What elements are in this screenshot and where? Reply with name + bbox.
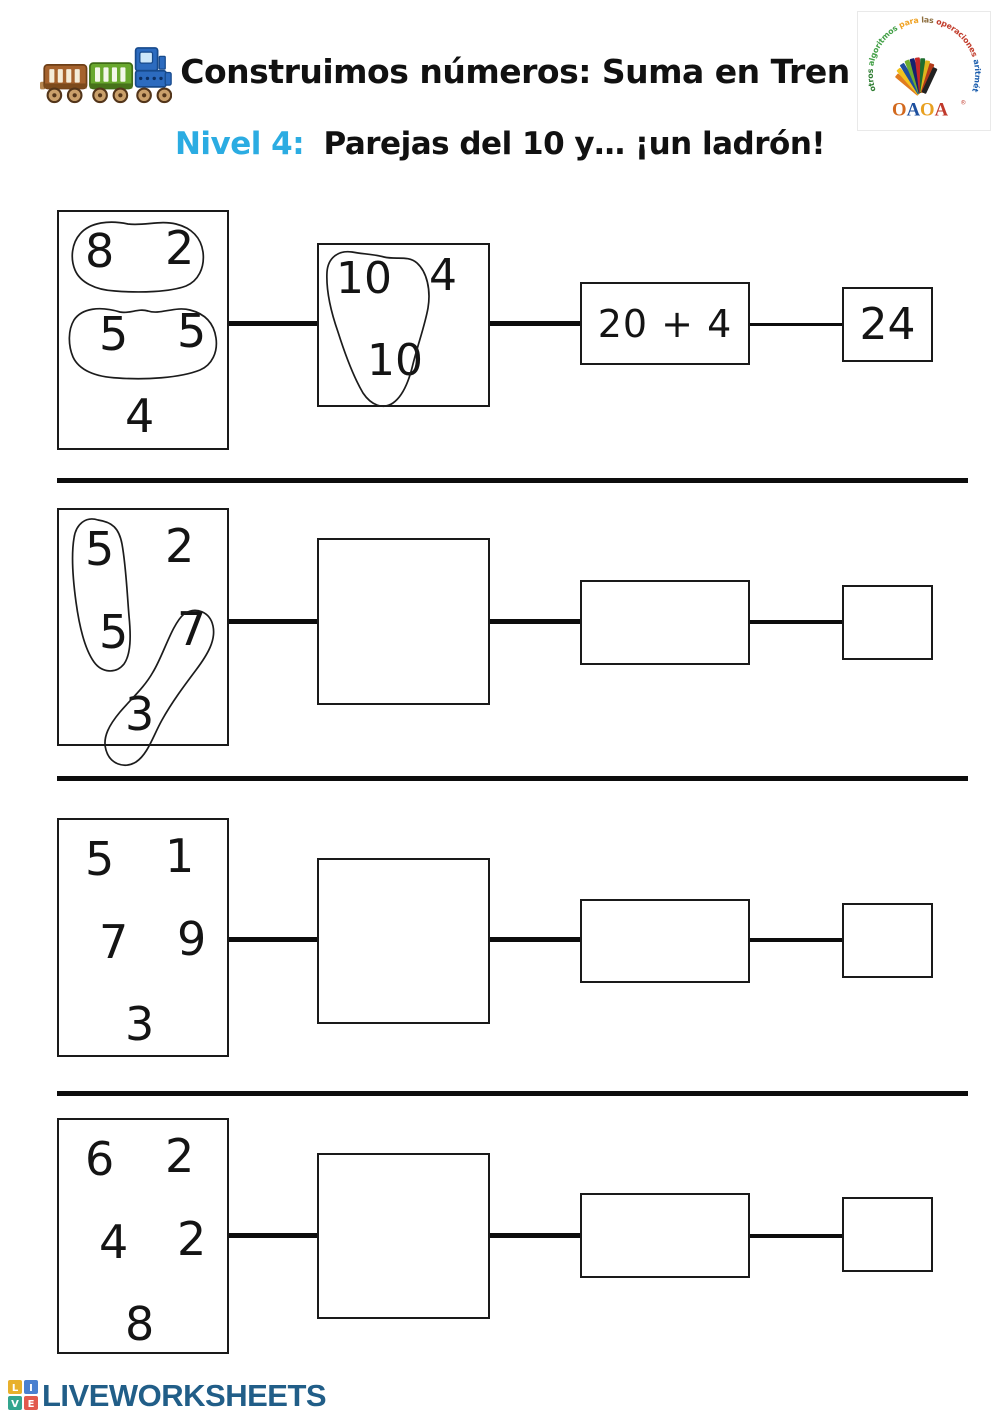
row4-number: 4 <box>99 1215 129 1269</box>
row4-number: 2 <box>177 1212 207 1266</box>
oaoa-logo: otros algoritmos para las operaciones ar… <box>857 11 991 131</box>
row3-number: 7 <box>99 915 129 969</box>
row2-given-box: 5 2 5 7 3 <box>57 508 229 746</box>
row-divider <box>57 478 968 483</box>
row1-pair-number: 10 <box>367 335 423 386</box>
row4-number: 8 <box>125 1297 155 1351</box>
connector-line <box>490 321 580 326</box>
connector-line <box>229 321 317 326</box>
row3-pairs-box[interactable] <box>317 858 490 1024</box>
row1-number: 8 <box>85 224 115 278</box>
connector-line <box>750 938 842 942</box>
row4-expression-box[interactable] <box>580 1193 750 1278</box>
connector-line <box>490 1233 580 1238</box>
row-divider <box>57 776 968 781</box>
row2-number: 2 <box>165 519 195 573</box>
svg-text:I: I <box>29 1383 33 1394</box>
row4-pairs-box[interactable] <box>317 1153 490 1319</box>
row1-expression-box: 20 + 4 <box>580 282 750 365</box>
connector-line <box>229 619 317 624</box>
svg-text:V: V <box>11 1399 19 1410</box>
row4-number: 2 <box>165 1129 195 1183</box>
row2-number: 3 <box>125 687 155 741</box>
row1-pairs-box: 10 4 10 <box>317 243 490 407</box>
train-icon <box>40 47 172 104</box>
level-text: Parejas del 10 y… ¡un ladrón! <box>323 126 826 162</box>
connector-line <box>229 1233 317 1238</box>
row-divider <box>57 1091 968 1096</box>
row1-number: 5 <box>177 304 207 358</box>
row2-expression-box[interactable] <box>580 580 750 665</box>
row4-given-box: 6 2 4 2 8 <box>57 1118 229 1354</box>
row4-result-box[interactable] <box>842 1197 933 1272</box>
svg-text:E: E <box>28 1399 35 1410</box>
connector-line <box>229 937 317 942</box>
oaoa-wordmark: OAOA <box>892 99 949 120</box>
row1-pair-number: 4 <box>429 250 457 301</box>
row2-number: 5 <box>85 522 115 576</box>
liveworksheets-logo-icon: L I V E <box>8 1380 38 1410</box>
connector-line <box>750 323 842 326</box>
row3-result-box[interactable] <box>842 903 933 978</box>
row2-pairs-box[interactable] <box>317 538 490 705</box>
page-title: Construimos números: Suma en Tren <box>180 52 850 91</box>
connector-line <box>490 937 580 942</box>
row1-pair-number: 10 <box>336 253 392 304</box>
row2-number: 7 <box>177 602 207 656</box>
row3-number: 9 <box>177 912 207 966</box>
svg-text:L: L <box>12 1383 19 1394</box>
liveworksheets-wordmark[interactable]: LIVEWORKSHEETS <box>42 1378 327 1413</box>
row3-given-box: 5 1 7 9 3 <box>57 818 229 1057</box>
registered-mark: ® <box>960 99 966 106</box>
row1-result-box: 24 <box>842 287 933 362</box>
connector-line <box>750 620 842 624</box>
row1-result: 24 <box>859 299 916 350</box>
connector-line <box>750 1234 842 1238</box>
row2-result-box[interactable] <box>842 585 933 660</box>
row3-number: 1 <box>165 829 195 883</box>
page-subtitle: Nivel 4: Parejas del 10 y… ¡un ladrón! <box>0 126 1000 162</box>
row3-expression-box[interactable] <box>580 899 750 983</box>
row1-expression: 20 + 4 <box>597 301 733 346</box>
row1-number: 5 <box>99 307 129 361</box>
level-label: Nivel 4: <box>174 126 305 162</box>
oaoa-rod-fan <box>895 57 938 96</box>
row4-number: 6 <box>85 1132 115 1186</box>
row1-number: 2 <box>165 221 195 275</box>
row2-number: 5 <box>99 605 129 659</box>
row1-number: 4 <box>125 389 155 443</box>
row3-number: 3 <box>125 997 155 1051</box>
row1-given-box: 8 2 5 5 4 <box>57 210 229 450</box>
row3-number: 5 <box>85 832 115 886</box>
connector-line <box>490 619 580 624</box>
